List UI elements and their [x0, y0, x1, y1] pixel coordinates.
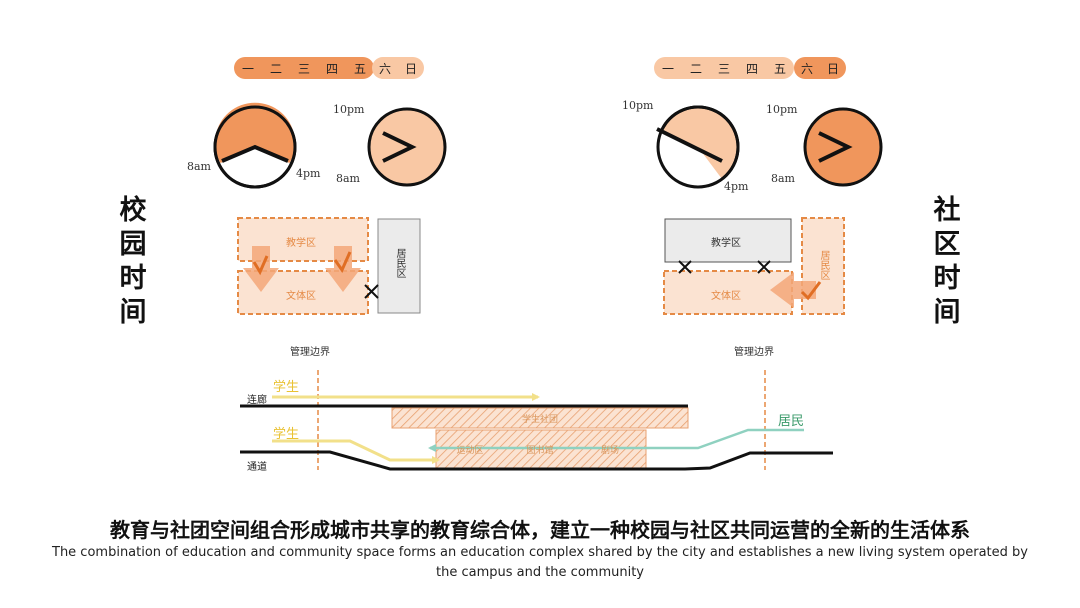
campus-culture-label: 文体区 [286, 291, 316, 302]
title-char: 时 [933, 263, 961, 294]
day-thu: 四 [325, 61, 338, 76]
campus-weekend-pill: 六 日 [372, 57, 424, 79]
campus-weekday-start: 8am [187, 160, 211, 173]
campus-zones [237, 217, 421, 315]
community-weekday-pill: 一 二 三 四 五 [654, 57, 794, 79]
day-tue: 二 [689, 61, 702, 76]
day-fri: 五 [353, 61, 366, 76]
community-weekend-pill: 六 日 [794, 57, 846, 79]
campus-weekday-pill: 一 二 三 四 五 [234, 57, 374, 79]
campus-weekend-end: 10pm [333, 103, 365, 116]
title-char: 区 [933, 229, 961, 260]
title-char: 社 [933, 195, 961, 226]
title-char: 园 [119, 229, 147, 260]
caption-english: The combination of education and communi… [52, 545, 1028, 580]
day-sat: 六 [800, 61, 813, 76]
campus-weekend-start: 8am [336, 172, 360, 185]
lower-block-label-3: 剧场 [600, 445, 619, 456]
community-culture-label: 文体区 [711, 291, 741, 302]
campus-teaching-label: 教学区 [286, 238, 316, 249]
campus-weekday-end: 4pm [296, 167, 321, 180]
corridor-label: 连廊 [247, 395, 267, 406]
community-weekday-clock [654, 105, 740, 190]
resident-label: 居民 [778, 414, 805, 429]
lower-block-label-2: 图书馆 [526, 445, 554, 456]
community-weekday-end: 4pm [724, 180, 749, 193]
day-wed: 三 [717, 61, 730, 76]
passage-label: 通道 [247, 462, 267, 473]
community-weekend-start: 8am [771, 172, 795, 185]
caption-chinese: 教育与社团空间组合形成城市共享的教育综合体，建立一种校园与社区共同运营的全新的生… [110, 518, 970, 542]
community-weekday-start: 10pm [622, 99, 654, 112]
student-label-bottom: 学生 [273, 427, 300, 442]
day-tue: 二 [269, 61, 282, 76]
campus-weekday-clock [213, 102, 297, 189]
student-label-top: 学生 [273, 380, 300, 395]
title-char: 时 [119, 263, 147, 294]
campus-boundary-label: 管理边界 [290, 347, 330, 358]
section-diagram [240, 370, 833, 471]
campus-weekend-clock [367, 107, 447, 187]
day-mon: 一 [661, 61, 674, 76]
campus-clocks [213, 102, 447, 189]
title-char: 间 [119, 297, 147, 328]
community-clocks [654, 105, 883, 190]
community-residential-label: 居民区 [818, 250, 829, 280]
upper-block-label: 学生社团 [521, 414, 558, 425]
day-thu: 四 [745, 61, 758, 76]
community-time-title: 社 区 时 间 [930, 194, 964, 330]
title-char: 间 [933, 297, 961, 328]
day-sun: 日 [404, 61, 417, 76]
day-fri: 五 [773, 61, 786, 76]
community-weekend-end: 10pm [766, 103, 798, 116]
community-boundary-label: 管理边界 [734, 347, 774, 358]
day-sat: 六 [378, 61, 391, 76]
title-char: 校 [119, 195, 147, 226]
lower-block-label-1: 运动区 [456, 445, 484, 456]
community-weekend-clock [803, 107, 883, 187]
campus-time-title: 校 园 时 间 [116, 194, 150, 330]
community-teaching-label: 教学区 [711, 238, 741, 249]
community-zones [663, 217, 845, 315]
day-mon: 一 [241, 61, 254, 76]
day-wed: 三 [297, 61, 310, 76]
day-sun: 日 [826, 61, 839, 76]
campus-residential-label: 居民区 [394, 248, 405, 278]
